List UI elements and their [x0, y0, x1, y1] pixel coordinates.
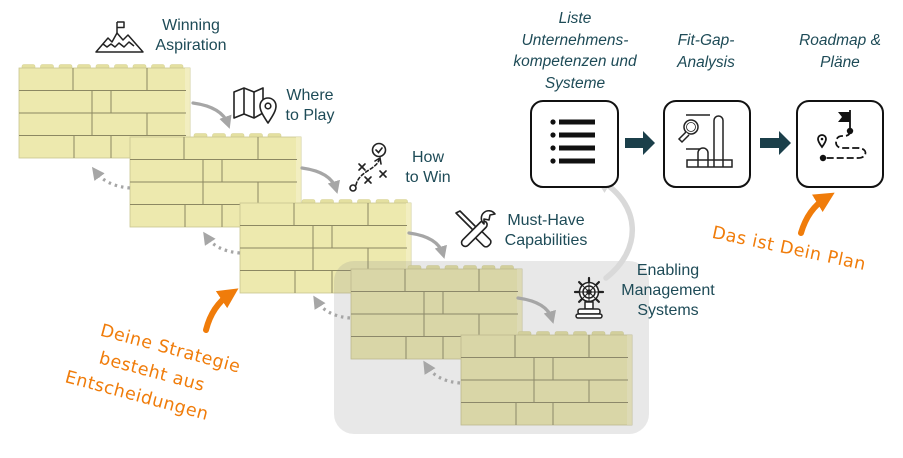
wheel-spoke: [594, 281, 600, 287]
enabling-systems-highlight-box: [334, 261, 649, 434]
process-box-list[interactable]: [530, 100, 619, 188]
label-line: Enabling: [636, 262, 700, 279]
feedback-arrow-4: [423, 360, 461, 385]
analysis-chart-icon: [677, 114, 733, 168]
brick-staircase: [18, 64, 633, 426]
label-line: Systems: [637, 302, 699, 319]
label-line: Fit-Gap-: [677, 32, 735, 49]
label-line: Roadmap &: [799, 32, 881, 49]
systems-to-list-arrow: [593, 176, 635, 281]
label-line: Pläne: [820, 53, 860, 71]
process-label-fit-gap: Fit-Gap- Analysis: [677, 30, 735, 73]
forward-arrow-1: [191, 101, 232, 129]
label-line: Management: [621, 282, 715, 299]
brick-block-5: [460, 331, 633, 426]
bullet-list-icon: [550, 119, 595, 164]
label-line: How: [411, 149, 444, 166]
label-line: Must-Have: [507, 212, 585, 229]
label-line: Liste: [558, 10, 592, 27]
wheel-spoke: [578, 297, 584, 303]
step-label-how-to-win: How to Win: [405, 148, 450, 188]
label-line: to Win: [405, 169, 451, 186]
roadmap-icon: [817, 110, 867, 162]
brick-edge: [296, 137, 301, 227]
map-pin-icon: [233, 87, 277, 124]
ship-wheel-icon: [573, 276, 605, 319]
forward-arrow-3: [407, 231, 447, 259]
feedback-arrow-1: [91, 166, 131, 190]
process-box-roadmap[interactable]: [796, 100, 884, 188]
label-line: Analysis: [677, 53, 735, 71]
brick-edge: [406, 203, 411, 293]
process-arrow-2: [760, 131, 791, 155]
brick-edge: [627, 335, 632, 425]
feedback-arrow-3: [313, 295, 351, 320]
step-label-where-to-play: Where to Play: [286, 86, 335, 126]
tools-icon: [455, 210, 496, 248]
wheel-spoke: [578, 281, 584, 287]
process-label-roadmap: Roadmap & Pläne: [799, 30, 881, 73]
wheel-spoke: [594, 297, 600, 303]
brick-edge: [185, 68, 190, 158]
label-line: Where: [286, 87, 334, 104]
label-line: Capabilities: [504, 232, 588, 249]
strategy-orange-arrow: [203, 288, 239, 333]
label-line: Winning: [162, 17, 220, 34]
process-arrow-1: [625, 131, 655, 155]
label-line: kompetenzen und: [513, 53, 637, 70]
brick-edge: [517, 269, 522, 359]
process-label-list: Liste Unternehmens- kompetenzen und Syst…: [513, 8, 636, 94]
step-label-enabling-management-systems: Enabling Management Systems: [621, 261, 714, 321]
forward-arrow-4: [516, 296, 556, 324]
label-line: Systeme: [544, 74, 606, 92]
step-label-must-have-capabilities: Must-Have Capabilities: [505, 211, 588, 251]
forward-arrow-2: [300, 166, 340, 194]
label-line: Unternehmens-: [521, 31, 629, 49]
process-box-fit-gap[interactable]: [663, 100, 751, 188]
label-line: to Play: [285, 107, 335, 124]
mountain-flag-icon: [95, 21, 144, 53]
game-plan-icon: [349, 142, 387, 192]
label-line: Aspiration: [155, 37, 227, 54]
step-label-winning-aspiration: Winning Aspiration: [155, 16, 226, 56]
plan-orange-arrow: [798, 192, 835, 236]
feedback-arrow-2: [203, 231, 241, 255]
